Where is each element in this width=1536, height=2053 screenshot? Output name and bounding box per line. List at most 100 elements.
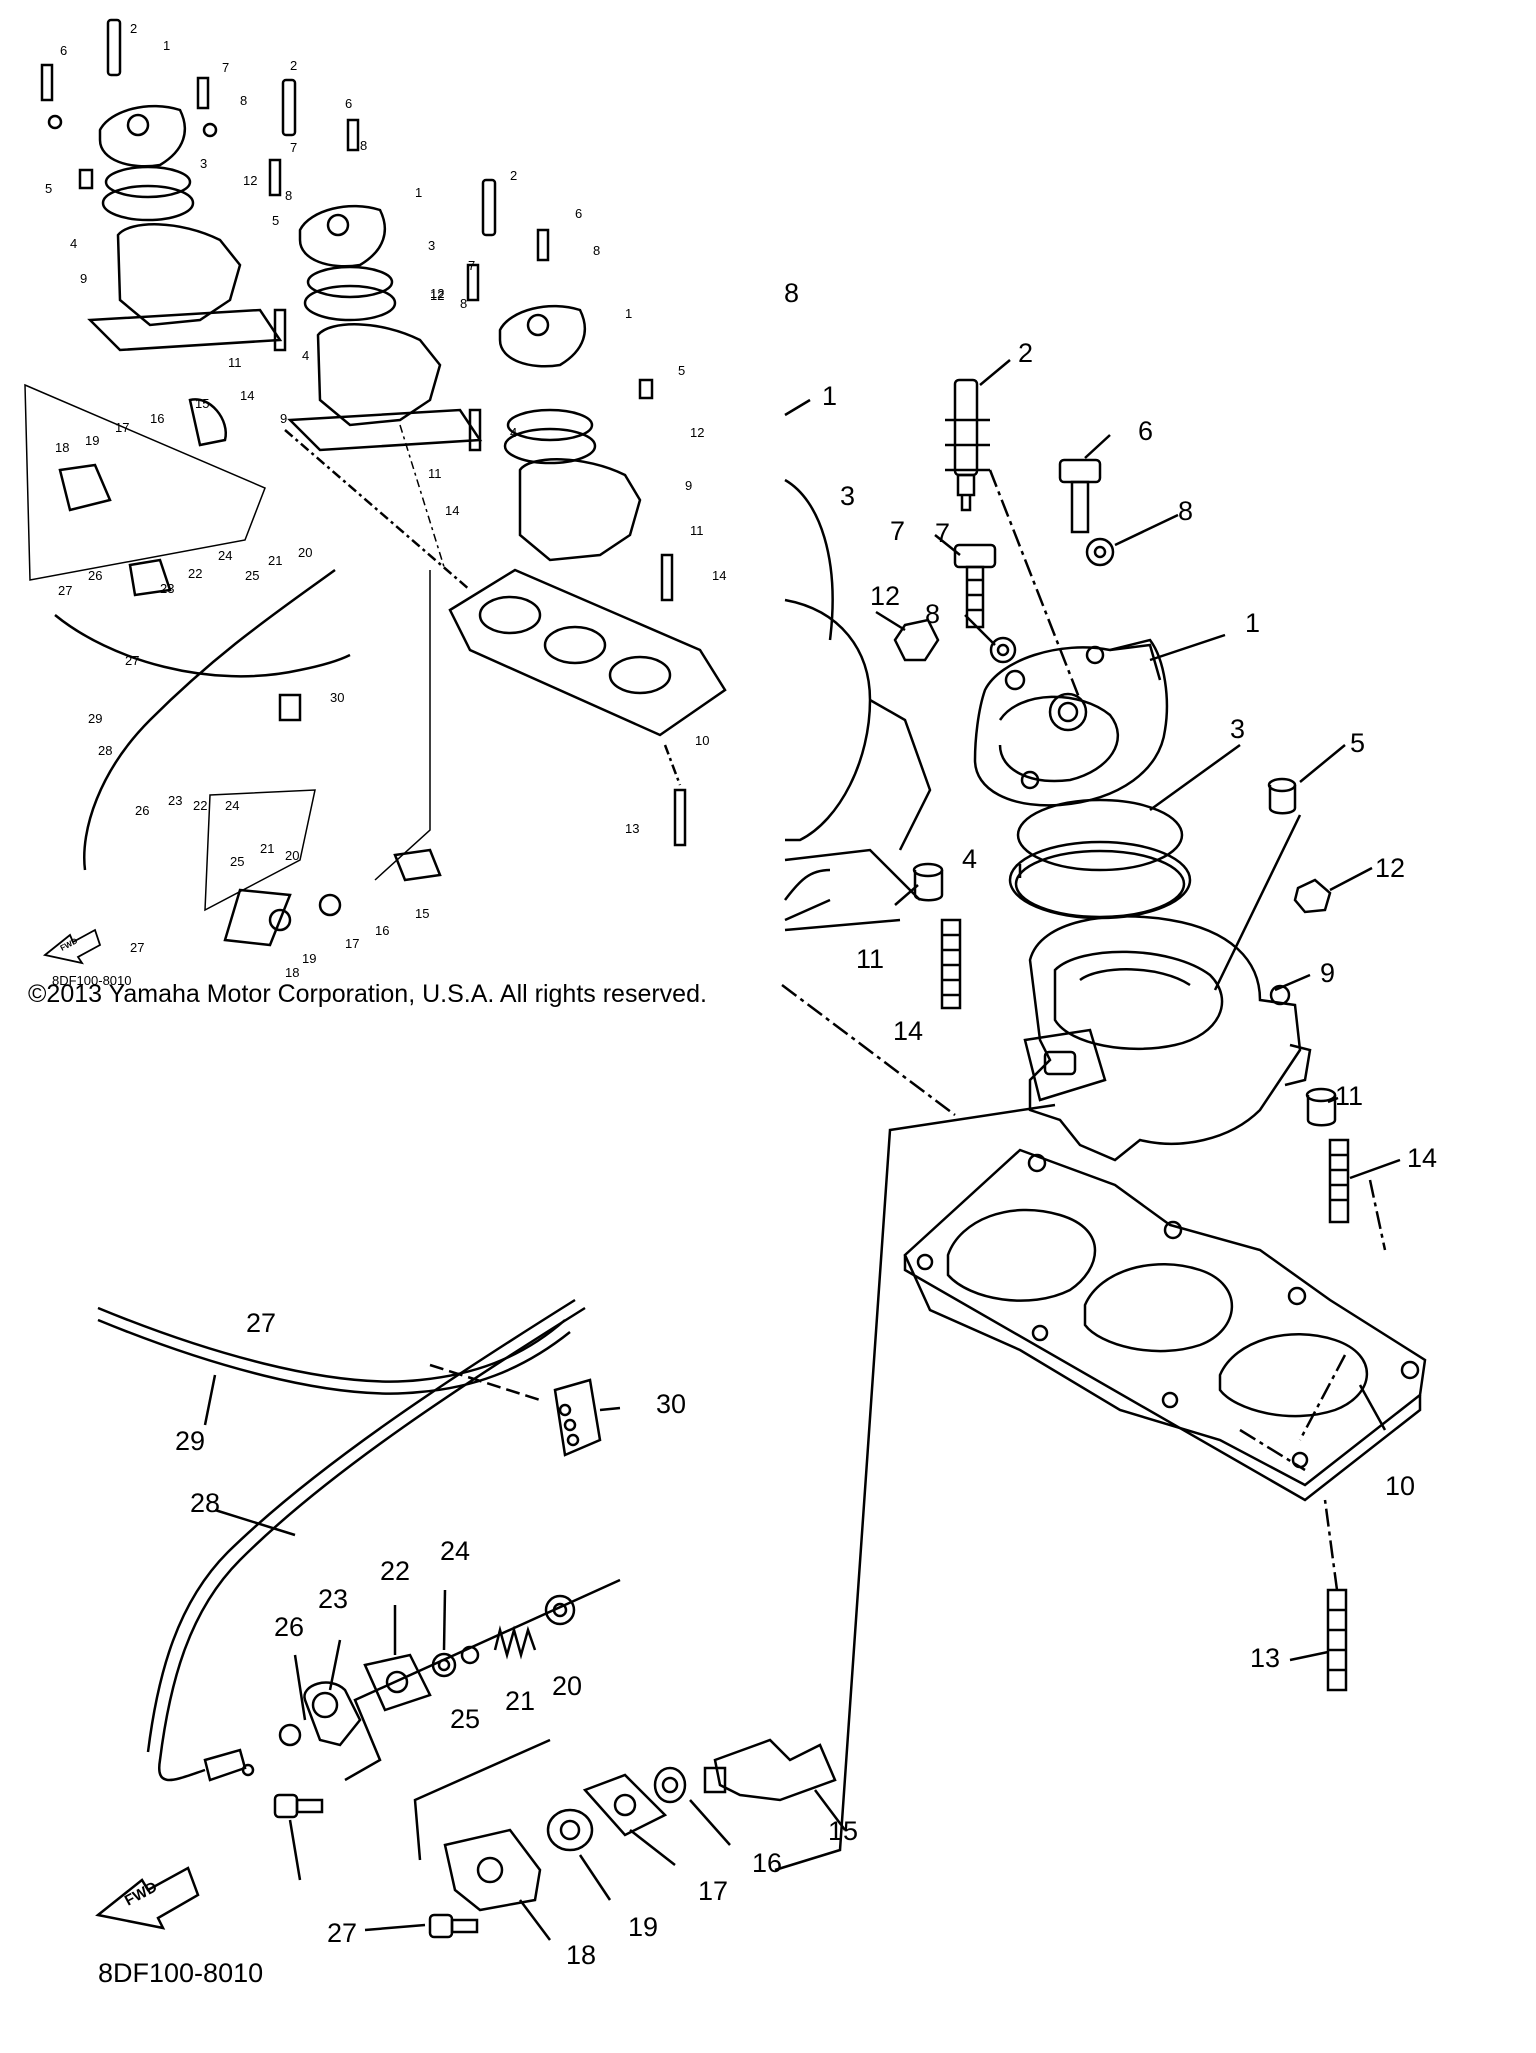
reference-label: 8 xyxy=(784,278,800,308)
overview-callout-12: 12 xyxy=(690,425,704,440)
callout-5: 5 xyxy=(1350,728,1365,758)
overview-callout-5: 5 xyxy=(678,363,685,378)
callout-4: 4 xyxy=(962,844,977,874)
overview-callout-21: 21 xyxy=(260,841,274,856)
overview-callout-11: 11 xyxy=(428,466,442,481)
overview-callout-2: 2 xyxy=(290,58,297,73)
overview-callout-7: 7 xyxy=(222,60,229,75)
overview-callout-4: 4 xyxy=(70,236,77,251)
callout-15: 15 xyxy=(828,1816,858,1846)
callout-8: 8 xyxy=(1178,496,1193,526)
overview-callout-19: 19 xyxy=(85,433,99,448)
overview-callout-20: 20 xyxy=(298,545,312,560)
callout-18: 18 xyxy=(566,1940,596,1970)
fwd-label-small: FWD xyxy=(59,936,80,953)
callout-10: 10 xyxy=(1385,1471,1415,1501)
callout-24: 24 xyxy=(440,1536,470,1566)
overview-callout-30: 30 xyxy=(330,690,344,705)
callout-26: 26 xyxy=(274,1612,304,1642)
overview-callout-8: 8 xyxy=(285,188,292,203)
overview-callout-27: 27 xyxy=(58,583,72,598)
fwd-label-large: FWD xyxy=(122,1878,160,1909)
overview-callout-27: 27 xyxy=(130,940,144,955)
overview-callout-17: 17 xyxy=(345,936,359,951)
overview-callout-1: 1 xyxy=(625,306,632,321)
overview-callout-16: 16 xyxy=(150,411,164,426)
overview-callout-24: 24 xyxy=(225,798,239,813)
overview-callout-12: 12 xyxy=(430,288,444,303)
overview-callout-14: 14 xyxy=(445,503,459,518)
overview-callout-8: 8 xyxy=(240,93,247,108)
overview-callout-8: 8 xyxy=(593,243,600,258)
overview-callout-25: 25 xyxy=(245,568,259,583)
overview-callout-19: 19 xyxy=(302,951,316,966)
callout-28: 28 xyxy=(190,1488,220,1518)
diagram-code-large: 8DF100-8010 xyxy=(98,1958,264,1988)
callout-8: 8 xyxy=(925,599,940,629)
overview-callout-23: 23 xyxy=(168,793,182,808)
overview-callout-15: 15 xyxy=(195,396,209,411)
callout-19: 19 xyxy=(628,1912,658,1942)
diagram-code-small: 8DF100-8010 xyxy=(52,973,132,988)
overview-callout-14: 14 xyxy=(712,568,726,583)
overview-callout-20: 20 xyxy=(285,848,299,863)
callout-3: 3 xyxy=(840,481,855,511)
overview-callout-11: 11 xyxy=(228,355,242,370)
callout-27: 27 xyxy=(246,1308,276,1338)
overview-callout-3: 3 xyxy=(428,238,435,253)
overview-callout-22: 22 xyxy=(188,566,202,581)
overview-callout-1: 1 xyxy=(415,185,422,200)
overview-callout-9: 9 xyxy=(80,271,87,286)
callout-11: 11 xyxy=(856,944,884,974)
overview-callout-8: 8 xyxy=(360,138,367,153)
callout-7: 7 xyxy=(935,518,950,548)
overview-callout-6: 6 xyxy=(60,43,67,58)
overview-callout-26: 26 xyxy=(135,803,149,818)
callout-11: 11 xyxy=(1335,1081,1363,1111)
overview-callout-7: 7 xyxy=(468,258,475,273)
callout-27: 27 xyxy=(327,1918,357,1948)
overview-callout-5: 5 xyxy=(272,213,279,228)
overview-callout-29: 29 xyxy=(88,711,102,726)
overview-callout-6: 6 xyxy=(345,96,352,111)
overview-callout-25: 25 xyxy=(230,854,244,869)
callout-16: 16 xyxy=(752,1848,782,1878)
overview-callout-23: 23 xyxy=(160,581,174,596)
overview-callout-12: 12 xyxy=(243,173,257,188)
overview-callout-14: 14 xyxy=(240,388,254,403)
overview-callout-18: 18 xyxy=(285,965,299,980)
overview-callout-3: 3 xyxy=(200,156,207,171)
overview-callout-13: 13 xyxy=(625,821,639,836)
overview-callout-27: 27 xyxy=(125,653,139,668)
callout-14: 14 xyxy=(1407,1143,1437,1173)
overview-callout-2: 2 xyxy=(510,168,517,183)
callout-12: 12 xyxy=(1375,853,1405,883)
overview-callout-10: 10 xyxy=(695,733,709,748)
overview-callout-2: 2 xyxy=(130,21,137,36)
overview-callout-9: 9 xyxy=(280,411,287,426)
callout-25: 25 xyxy=(450,1704,480,1734)
callout-1: 1 xyxy=(822,381,837,411)
overview-callout-22: 22 xyxy=(193,798,207,813)
overview-callout-1: 1 xyxy=(163,38,170,53)
callout-23: 23 xyxy=(318,1584,348,1614)
copyright-text: ©2013 Yamaha Motor Corporation, U.S.A. A… xyxy=(28,980,707,1008)
overview-callout-18: 18 xyxy=(55,440,69,455)
overview-callout-9: 9 xyxy=(685,478,692,493)
callout-29: 29 xyxy=(175,1426,205,1456)
overview-callout-11: 11 xyxy=(690,523,704,538)
callout-20: 20 xyxy=(552,1671,582,1701)
callout-7: 7 xyxy=(890,516,905,546)
callout-30: 30 xyxy=(656,1389,686,1419)
overview-callout-12: 12 xyxy=(430,286,444,301)
callout-9: 9 xyxy=(1320,958,1335,988)
overview-callout-21: 21 xyxy=(268,553,282,568)
overview-callout-4: 4 xyxy=(510,425,517,440)
callout-14: 14 xyxy=(893,1016,923,1046)
overview-callout-5: 5 xyxy=(45,181,52,196)
callout-21: 21 xyxy=(505,1686,535,1716)
callout-13: 13 xyxy=(1250,1643,1280,1673)
overview-callout-24: 24 xyxy=(218,548,232,563)
callout-17: 17 xyxy=(698,1876,728,1906)
